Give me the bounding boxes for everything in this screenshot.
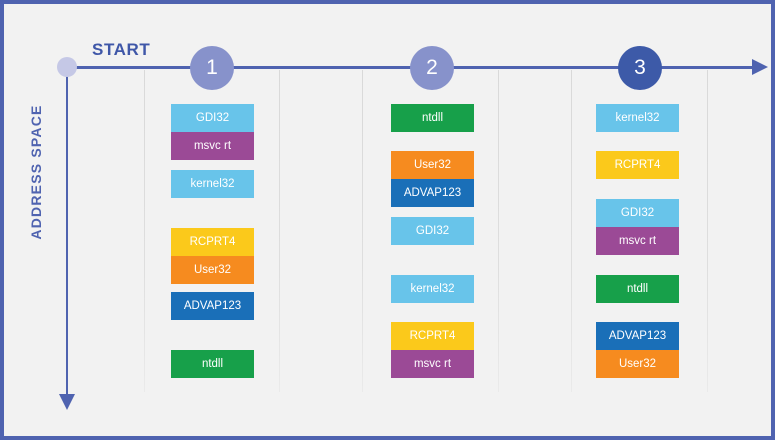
module-block-label: User32: [193, 264, 232, 276]
module-block[interactable]: ADVAP123: [171, 292, 254, 320]
module-block-label: kernel32: [615, 112, 660, 124]
module-block-label: RCPRT4: [409, 330, 456, 342]
module-block[interactable]: GDI32: [171, 104, 254, 132]
module-block-label: GDI32: [620, 207, 655, 219]
module-block[interactable]: ntdll: [171, 350, 254, 378]
module-block-label: msvc rt: [193, 140, 232, 152]
timeline-marker-3-label: 3: [634, 56, 646, 79]
module-block[interactable]: kernel32: [171, 170, 254, 198]
timeline-start-dot-icon: [57, 57, 77, 77]
lane-divider: [707, 70, 708, 392]
module-block[interactable]: msvc rt: [596, 227, 679, 255]
timeline-marker-1[interactable]: 1: [190, 46, 234, 90]
address-space-axis-label: ADDRESS SPACE: [28, 104, 44, 240]
module-block[interactable]: RCPRT4: [171, 228, 254, 256]
module-block[interactable]: ntdll: [391, 104, 474, 132]
lane-divider: [144, 70, 145, 392]
module-block[interactable]: RCPRT4: [391, 322, 474, 350]
lane-divider: [571, 70, 572, 392]
module-block[interactable]: RCPRT4: [596, 151, 679, 179]
module-block[interactable]: ADVAP123: [391, 179, 474, 207]
module-block-label: ntdll: [626, 283, 649, 295]
module-block[interactable]: msvc rt: [391, 350, 474, 378]
timeline-arrow-icon: [752, 59, 768, 75]
timeline-marker-3[interactable]: 3: [618, 46, 662, 90]
module-block-label: ADVAP123: [403, 187, 462, 199]
module-block[interactable]: ADVAP123: [596, 322, 679, 350]
module-block-label: ntdll: [201, 358, 224, 370]
module-block[interactable]: kernel32: [391, 275, 474, 303]
module-block[interactable]: GDI32: [596, 199, 679, 227]
module-block-label: kernel32: [190, 178, 235, 190]
module-block-label: ntdll: [421, 112, 444, 124]
module-block-label: ADVAP123: [183, 300, 242, 312]
timeline-marker-2-label: 2: [426, 56, 438, 79]
timeline-marker-1-label: 1: [206, 56, 218, 79]
module-block[interactable]: User32: [391, 151, 474, 179]
module-block-label: msvc rt: [618, 235, 657, 247]
lane-divider: [362, 70, 363, 392]
lane-divider: [498, 70, 499, 392]
module-block-label: User32: [618, 358, 657, 370]
module-block-label: ADVAP123: [608, 330, 667, 342]
module-block-label: msvc rt: [413, 358, 452, 370]
module-block[interactable]: ntdll: [596, 275, 679, 303]
module-block-label: RCPRT4: [614, 159, 661, 171]
module-block-label: GDI32: [415, 225, 450, 237]
address-space-axis-line: [66, 66, 68, 396]
module-block[interactable]: User32: [596, 350, 679, 378]
module-block-label: GDI32: [195, 112, 230, 124]
module-block-label: RCPRT4: [189, 236, 236, 248]
timeline-start-label: START: [92, 40, 151, 59]
module-block[interactable]: kernel32: [596, 104, 679, 132]
module-block[interactable]: GDI32: [391, 217, 474, 245]
lane-divider: [279, 70, 280, 392]
address-space-axis-arrow-icon: [59, 394, 75, 410]
module-block-label: kernel32: [410, 283, 455, 295]
timeline-marker-2[interactable]: 2: [410, 46, 454, 90]
module-block[interactable]: User32: [171, 256, 254, 284]
module-block[interactable]: msvc rt: [171, 132, 254, 160]
module-block-label: User32: [413, 159, 452, 171]
